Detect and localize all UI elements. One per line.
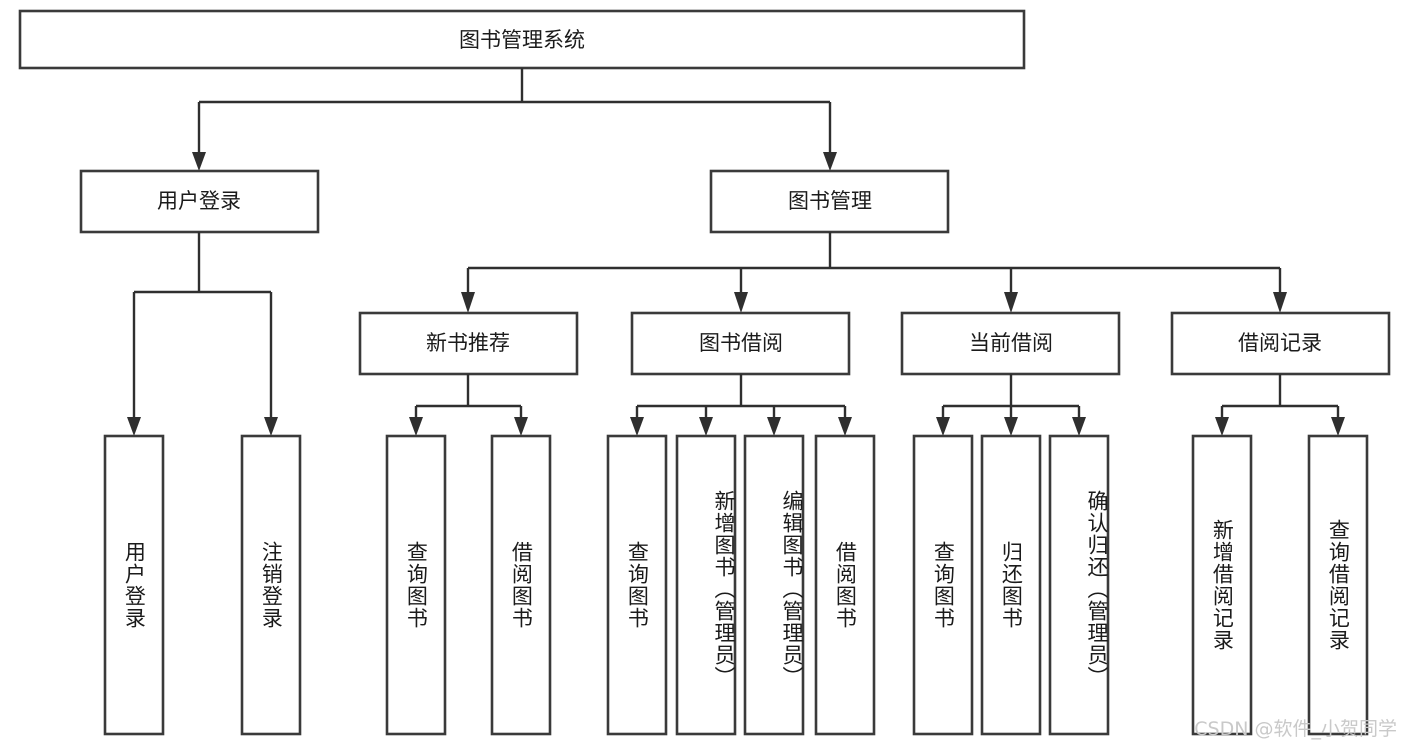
leaf-box-query-book-2[interactable] [606, 434, 668, 736]
arrow-head-icon [630, 417, 644, 436]
arrow-head-icon [699, 417, 713, 436]
arrow-head-icon [767, 417, 781, 436]
edge-borrow-record-to-leaves [1215, 374, 1345, 436]
leaf-label-query-book-3: 查询图书 [931, 541, 956, 629]
leaf-label-user-login: 用户登录 [122, 541, 147, 629]
leaf-box-user-login[interactable] [103, 434, 165, 736]
node-current-borrow-box[interactable] [900, 311, 1121, 376]
node-root[interactable]: 图书管理系统 [18, 9, 1026, 70]
node-borrow-record[interactable]: 借阅记录 [1170, 311, 1391, 376]
node-new-book-recommend-label: 新书推荐 [426, 331, 510, 355]
node-book-borrow-label: 图书借阅 [699, 331, 783, 355]
arrow-head-icon [1004, 417, 1018, 436]
node-new-book-recommend-box[interactable] [358, 311, 579, 376]
node-book-manage-label: 图书管理 [788, 189, 872, 213]
leaf-box-logout[interactable] [240, 434, 302, 736]
arrow-head-icon [461, 292, 475, 313]
csdn-watermark: CSDN @软件_小贺同学 [1194, 718, 1397, 740]
node-book-borrow-box[interactable] [630, 311, 851, 376]
leaf-label-query-record: 查询借阅记录 [1326, 519, 1351, 651]
leaf-box-return-book[interactable] [980, 434, 1042, 736]
leaf-label-return-book: 归还图书 [999, 541, 1024, 629]
node-root-box[interactable] [18, 9, 1026, 70]
node-current-borrow[interactable]: 当前借阅 [900, 311, 1121, 376]
leaf-label-borrow-book-2: 借阅图书 [833, 541, 858, 629]
edge-book-borrow-to-leaves [630, 374, 852, 436]
leaf-box-confirm-return[interactable] [1048, 434, 1110, 736]
node-user-login[interactable]: 用户登录 [79, 169, 320, 234]
arrow-head-icon [1273, 292, 1287, 313]
node-book-borrow[interactable]: 图书借阅 [630, 311, 851, 376]
leaf-box-borrow-book-1[interactable] [490, 434, 552, 736]
leaf-label-logout: 注销登录 [259, 541, 284, 629]
leaf-box-query-record[interactable] [1307, 434, 1369, 736]
leaf-label-query-book-1: 查询图书 [404, 541, 429, 629]
leaf-box-query-book-3[interactable] [912, 434, 974, 736]
arrow-head-icon [1215, 417, 1229, 436]
node-user-login-label: 用户登录 [157, 189, 241, 213]
edge-book-manage-to-level3 [461, 232, 1287, 313]
leaf-label-add-record: 新增借阅记录 [1210, 519, 1235, 651]
arrow-head-icon [1072, 417, 1086, 436]
leaf-label-add-book: 新增图书（管理员） [712, 490, 736, 688]
leaf-label-borrow-book-1: 借阅图书 [509, 541, 534, 629]
arrow-head-icon [192, 152, 206, 171]
arrow-head-icon [1331, 417, 1345, 436]
arrow-head-icon [514, 417, 528, 436]
arrow-head-icon [127, 417, 141, 436]
node-book-manage[interactable]: 图书管理 [709, 169, 950, 234]
node-new-book-recommend[interactable]: 新书推荐 [358, 311, 579, 376]
edge-root-to-level2 [192, 68, 837, 171]
leaf-box-borrow-book-2[interactable] [814, 434, 876, 736]
node-borrow-record-label: 借阅记录 [1238, 331, 1322, 355]
edge-user-login-to-leaves [127, 232, 278, 436]
node-current-borrow-label: 当前借阅 [969, 331, 1053, 355]
edge-current-borrow-to-leaves [936, 374, 1086, 436]
arrow-head-icon [936, 417, 950, 436]
arrow-head-icon [823, 152, 837, 171]
edge-new-book-to-leaves [409, 374, 528, 436]
leaf-box-add-book[interactable] [675, 434, 737, 736]
node-root-label: 图书管理系统 [459, 28, 585, 52]
leaf-label-confirm-return: 确认归还（管理员） [1085, 490, 1109, 688]
arrow-head-icon [264, 417, 278, 436]
leaf-box-edit-book[interactable] [743, 434, 805, 736]
arrow-head-icon [1004, 292, 1018, 313]
arrow-head-icon [838, 417, 852, 436]
leaf-box-add-record[interactable] [1191, 434, 1253, 736]
leaf-label-query-book-2: 查询图书 [625, 541, 650, 629]
leaf-box-query-book-1[interactable] [385, 434, 447, 736]
arrow-head-icon [734, 292, 748, 313]
leaf-label-edit-book: 编辑图书（管理员） [780, 490, 804, 688]
arrow-head-icon [409, 417, 423, 436]
